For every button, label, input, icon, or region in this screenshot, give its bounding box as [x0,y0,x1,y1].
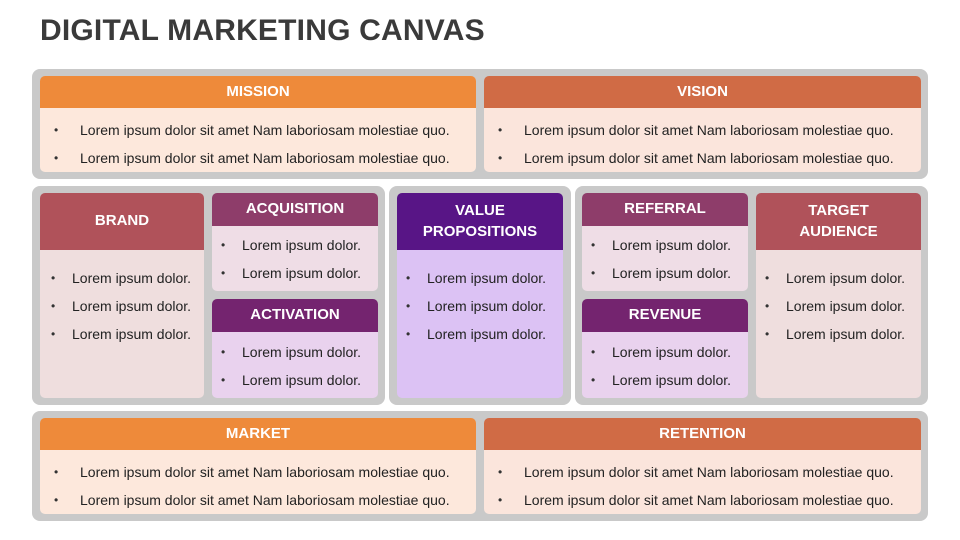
list-item: Lorem ipsum dolor sit amet Nam laboriosa… [48,486,470,514]
vision-body: Lorem ipsum dolor sit amet Nam laboriosa… [484,108,921,172]
list-item: Lorem ipsum dolor. [758,264,915,292]
mission-card: MISSION Lorem ipsum dolor sit amet Nam l… [40,76,476,172]
market-card: MARKET Lorem ipsum dolor sit amet Nam la… [40,418,476,514]
retention-header: RETENTION [484,418,921,450]
list-item: Lorem ipsum dolor. [44,320,198,348]
list-item: Lorem ipsum dolor. [758,292,915,320]
acquisition-header: ACQUISITION [212,193,378,226]
list-item: Lorem ipsum dolor. [44,264,198,292]
list-item: Lorem ipsum dolor. [214,366,372,394]
vision-header: VISION [484,76,921,108]
list-item: Lorem ipsum dolor. [214,259,372,287]
list-item: Lorem ipsum dolor. [584,366,742,394]
activation-card: ACTIVATION Lorem ipsum dolor. Lorem ipsu… [212,299,378,398]
revenue-header: REVENUE [582,299,748,332]
target-audience-card: TARGET AUDIENCE Lorem ipsum dolor. Lorem… [756,193,921,398]
value-propositions-card: VALUE PROPOSITIONS Lorem ipsum dolor. Lo… [397,193,563,398]
target-audience-header: TARGET AUDIENCE [756,193,921,250]
retention-body: Lorem ipsum dolor sit amet Nam laboriosa… [484,450,921,514]
vision-card: VISION Lorem ipsum dolor sit amet Nam la… [484,76,921,172]
brand-header: BRAND [40,193,204,250]
list-item: Lorem ipsum dolor. [399,320,557,348]
referral-header: REFERRAL [582,193,748,226]
mission-header: MISSION [40,76,476,108]
revenue-card: REVENUE Lorem ipsum dolor. Lorem ipsum d… [582,299,748,398]
list-item: Lorem ipsum dolor. [399,264,557,292]
target-audience-title-line2: AUDIENCE [799,222,878,240]
list-item: Lorem ipsum dolor. [584,259,742,287]
retention-card: RETENTION Lorem ipsum dolor sit amet Nam… [484,418,921,514]
list-item: Lorem ipsum dolor. [584,231,742,259]
page-title: DIGITAL MARKETING CANVAS [40,14,485,47]
activation-header: ACTIVATION [212,299,378,332]
list-item: Lorem ipsum dolor sit amet Nam laboriosa… [492,458,915,486]
acquisition-body: Lorem ipsum dolor. Lorem ipsum dolor. [212,226,378,291]
market-body: Lorem ipsum dolor sit amet Nam laboriosa… [40,450,476,514]
referral-body: Lorem ipsum dolor. Lorem ipsum dolor. [582,226,748,291]
list-item: Lorem ipsum dolor sit amet Nam laboriosa… [48,116,470,144]
list-item: Lorem ipsum dolor sit amet Nam laboriosa… [492,144,915,172]
value-propositions-title-line2: PROPOSITIONS [422,222,538,240]
list-item: Lorem ipsum dolor sit amet Nam laboriosa… [48,458,470,486]
list-item: Lorem ipsum dolor. [214,338,372,366]
target-audience-body: Lorem ipsum dolor. Lorem ipsum dolor. Lo… [756,250,921,398]
list-item: Lorem ipsum dolor sit amet Nam laboriosa… [48,144,470,172]
acquisition-card: ACQUISITION Lorem ipsum dolor. Lorem ips… [212,193,378,291]
market-header: MARKET [40,418,476,450]
list-item: Lorem ipsum dolor sit amet Nam laboriosa… [492,116,915,144]
activation-body: Lorem ipsum dolor. Lorem ipsum dolor. [212,332,378,398]
mission-body: Lorem ipsum dolor sit amet Nam laboriosa… [40,108,476,172]
list-item: Lorem ipsum dolor sit amet Nam laboriosa… [492,486,915,514]
value-propositions-title-line1: VALUE [455,202,505,220]
list-item: Lorem ipsum dolor. [399,292,557,320]
referral-card: REFERRAL Lorem ipsum dolor. Lorem ipsum … [582,193,748,291]
list-item: Lorem ipsum dolor. [214,231,372,259]
target-audience-title-line1: TARGET [808,202,869,220]
value-propositions-body: Lorem ipsum dolor. Lorem ipsum dolor. Lo… [397,250,563,398]
brand-card: BRAND Lorem ipsum dolor. Lorem ipsum dol… [40,193,204,398]
list-item: Lorem ipsum dolor. [44,292,198,320]
value-propositions-header: VALUE PROPOSITIONS [397,193,563,250]
brand-body: Lorem ipsum dolor. Lorem ipsum dolor. Lo… [40,250,204,398]
list-item: Lorem ipsum dolor. [584,338,742,366]
list-item: Lorem ipsum dolor. [758,320,915,348]
revenue-body: Lorem ipsum dolor. Lorem ipsum dolor. [582,332,748,398]
